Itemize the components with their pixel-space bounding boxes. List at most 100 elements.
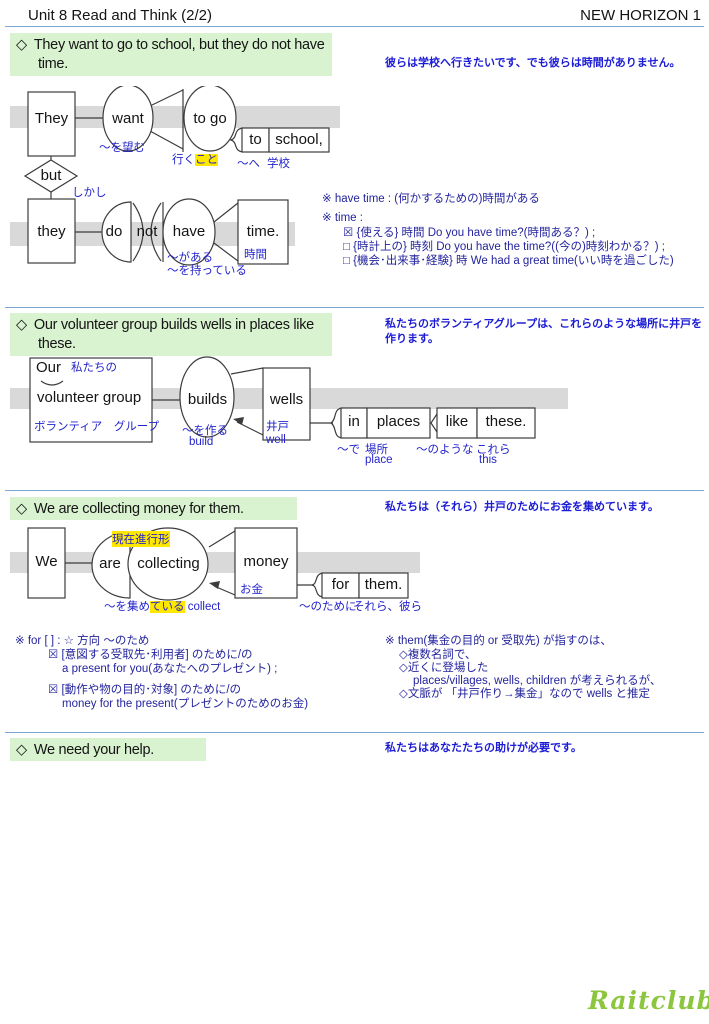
page-title: Unit 8 Read and Think (2/2) [28,7,212,24]
textbook-name: NEW HORIZON 1 [580,7,701,24]
money-box [234,527,298,599]
they-box [27,91,76,157]
brace-shape [228,127,244,153]
word-builds: builds [187,391,228,408]
annotation-money: お金 [240,584,263,596]
word-they2: they [37,223,66,240]
word-but: but [40,167,62,184]
word-want: want [112,110,144,127]
section-divider [5,732,704,733]
sentence-4-heading: ◇ We need your help. [10,738,206,761]
word-places: places [376,413,421,430]
sentence-3-heading: ◇ We are collecting money for them. [10,497,297,520]
note-for-sense-1: ☒ [意図する受取先･利用者] のために/の [48,649,253,661]
word-in: in [348,413,360,430]
sentence-1-line1: They want to go to school, but they do n… [33,37,325,53]
word-we: We [35,553,58,570]
sentence-2-line2: these. [38,336,76,352]
annotation-for: 〜のために [299,601,357,613]
have-ellipse [162,198,216,266]
word-togo: to go [193,110,227,127]
annotation-our: 私たちの [71,362,117,374]
annotation-builds-jp: 〜を作る [182,425,228,437]
highlight-teiru: ている [150,601,185,613]
note-them-point-2: ◇近くに登場した [399,662,489,674]
header-rule [5,26,704,27]
annotation-these-en: this [479,454,497,466]
sentence-diagram-2 [10,356,568,443]
annotation-togo: 行くこと [172,154,218,166]
gray-band-1a [10,106,340,128]
sentence-3-translation: 私たちは（それら）井戸のためにお金を集めています。 [385,501,659,513]
school-box [268,127,330,153]
time-box [237,199,289,265]
word-time: time. [246,223,280,240]
annotation-school: 学校 [267,158,290,170]
note-have-time: ※ have time : (何かするための)時間がある [322,193,540,205]
wells-box [262,367,311,441]
note-time: ※ time : [322,212,363,224]
we-box [27,527,66,599]
annotation-to: 〜へ [237,158,260,170]
annotation-like: 〜のような [416,444,474,456]
subject-group-box [29,357,153,443]
chevron-shape [430,413,438,433]
note-time-sense-3: □ {機会･出来事･経験} 時 We had a great time(いい時を… [343,255,674,267]
sentence-2-heading: ◇Our volunteer group builds wells in pla… [10,313,332,356]
places-box [366,407,431,439]
sentence-diagram-1 [10,86,340,266]
diamond-marker: ◇ [16,501,27,517]
funnel-line [149,89,184,107]
word-for: for [331,576,350,593]
funnel-line [213,242,239,262]
brace-shape [329,407,343,439]
funnel-line [213,202,239,223]
note-for-header: ※ for [ ] : ☆ 方向 〜のため [15,635,150,647]
for-box [321,572,360,599]
annotation-in: 〜で [337,444,360,456]
word-not: not [136,223,158,240]
word-wells: wells [269,391,304,408]
annotation-have-1: 〜がある [167,252,213,264]
sentence-4-translation: 私たちはあなたたちの助けが必要です。 [385,742,582,754]
section-divider [5,490,704,491]
note-them-candidates: places/villages, wells, children が考えられるが… [413,675,662,687]
word-do: do [105,223,123,240]
these-box [476,407,536,439]
not-curve [132,202,144,262]
annotation-these-jp: これら [476,444,511,456]
annotation-collecting: 〜を集めている collect [104,601,221,613]
arrowhead [233,417,244,425]
note-them-conclusion: ◇文脈が 「井戸作り→集金」なので wells と推定 [399,688,650,700]
diamond-marker: ◇ [16,742,27,758]
note-for-sense-2: ☒ [動作や物の目的･対象] のために/の [48,684,242,696]
do-half-ellipse [101,201,132,263]
them-box [358,572,409,599]
raitclub-logo: Raitclub [588,986,709,1015]
annotation-places-en: place [365,454,393,466]
section-divider [5,307,704,308]
funnel-line [230,367,264,375]
sentence-1-translation: 彼らは学校へ行きたいです、でも彼らは時間がありません。 [385,57,681,69]
annotation-builds-en: build [189,436,214,448]
annotation-have-2: 〜を持っている [167,265,247,277]
annotation-wells-jp: 井戸 [266,421,289,433]
annotation-volunteer-group: ボランティア グループ [34,421,160,433]
annotation-places-jp: 場所 [365,444,388,456]
word-collecting: collecting [137,555,200,572]
they2-box [27,198,76,264]
sentence-2-translation: 私たちのボランティアグループは、これらのような場所に井戸を作ります。 [385,318,703,345]
funnel-line [208,530,236,548]
sentence-4-line1: We need your help. [33,742,154,758]
word-our: Our [36,359,62,376]
word-to: to [249,131,262,148]
togo-ellipse [183,86,237,152]
diamond-marker: ◇ [16,37,27,53]
word-school: school, [275,131,323,148]
sentence-3-line1: We are collecting money for them. [33,501,244,517]
builds-ellipse [179,356,235,438]
arrowhead [209,581,220,589]
word-volunteer-group: volunteer group [37,389,142,406]
note-for-example-2: money for the present(プレゼントのためのお金) [62,698,309,710]
note-time-sense-1: ☒ {使える} 時間 Do you have time?(時間ある？) ; [343,227,596,239]
